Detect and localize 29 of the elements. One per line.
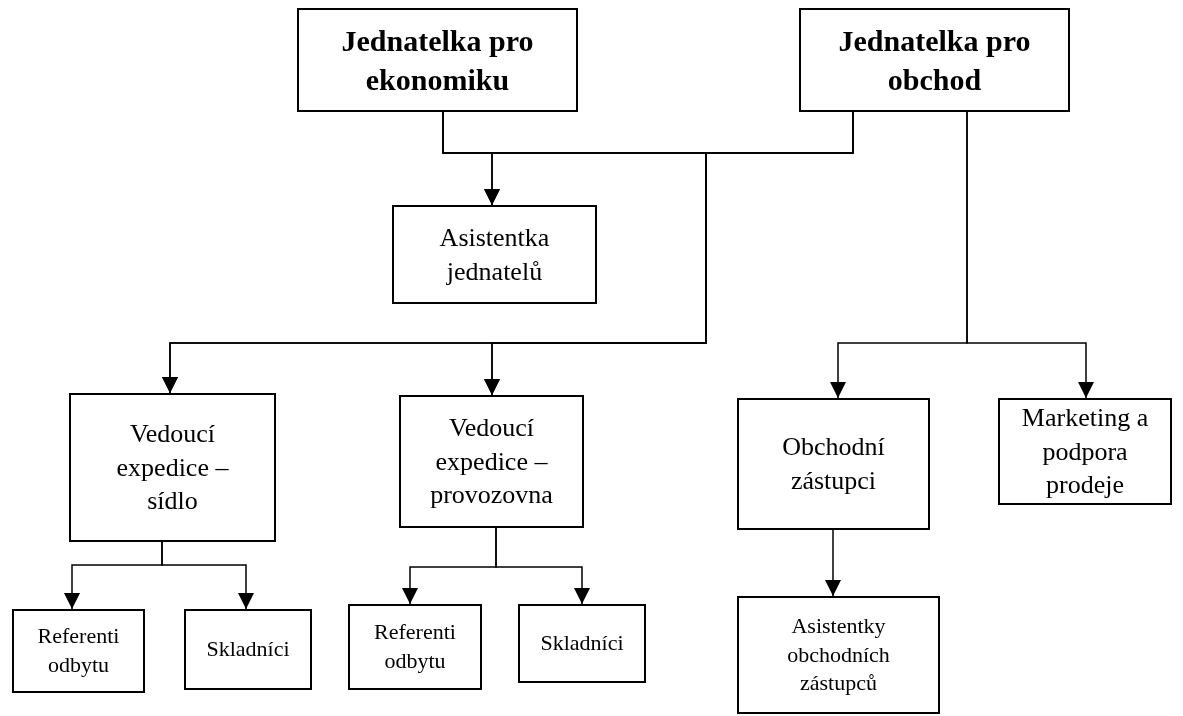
position-title: Skladníci: [539, 629, 625, 658]
position-title: Referenti odbytu: [373, 618, 457, 675]
org-box: [184, 609, 312, 690]
org-box: [69, 393, 276, 542]
org-box: [799, 8, 1070, 112]
org-box: [399, 395, 584, 528]
connector-arrow: [161, 541, 254, 610]
org-box: [737, 596, 940, 714]
connector-arrow: [495, 527, 590, 605]
org-box: [737, 398, 930, 530]
position-title: Vedoucí expedice – provozovna: [429, 411, 554, 512]
connector-arrow: [484, 111, 854, 396]
position-title: Marketing a podpora prodeje: [1020, 401, 1150, 502]
position-title: Referenti odbytu: [36, 622, 121, 679]
connector-arrow: [966, 111, 1094, 399]
org-box: [297, 8, 578, 112]
org-box: [518, 604, 646, 683]
connector-arrow: [825, 529, 841, 597]
org-box: [348, 604, 482, 690]
org-box: [392, 205, 597, 304]
position-title: Obchodní zástupci: [781, 431, 886, 497]
position-title: Skladníci: [205, 635, 291, 664]
org-box: [12, 609, 145, 693]
position-title: Jednatelka pro ekonomiku: [340, 23, 535, 98]
position-title: Jednatelka pro obchod: [837, 23, 1032, 98]
position-title: Asistentky obchodních zástupců: [786, 612, 891, 698]
position-title: Vedoucí expedice – sídlo: [115, 417, 230, 518]
org-box: [998, 398, 1172, 505]
position-title: Asistentka jednatelů: [438, 221, 551, 288]
